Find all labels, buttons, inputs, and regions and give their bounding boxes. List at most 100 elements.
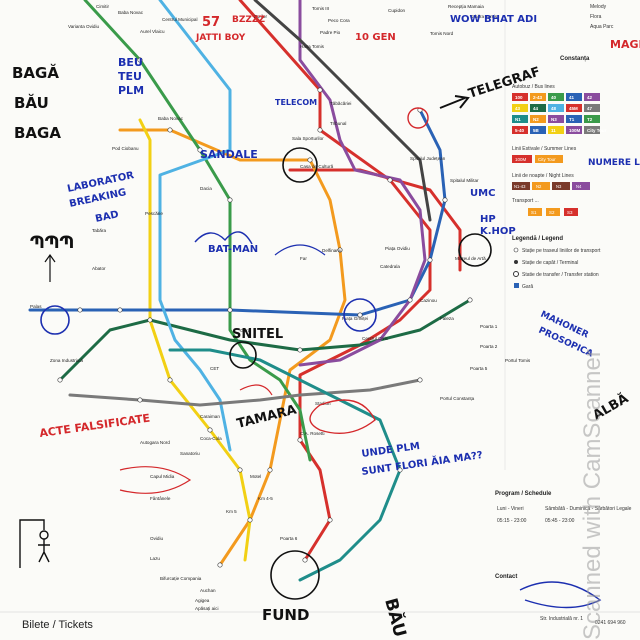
transit-lines xyxy=(28,0,472,582)
svg-text:Stație pe traseul liniilor de: Stație pe traseul liniilor de transport xyxy=(522,248,601,254)
svg-text:S1: S1 xyxy=(531,210,537,215)
handwriting-10gen: 10 GEN xyxy=(355,32,396,43)
summer-badge-label: City Tour xyxy=(538,157,556,162)
station-label: Caraiman xyxy=(200,414,220,419)
station-label: Aurel Vlaicu xyxy=(140,29,165,34)
handwriting-beu-teu-1: BEU xyxy=(118,56,143,69)
hangman-drawing xyxy=(19,519,50,568)
line-badge-grid xyxy=(512,93,600,134)
line-lightblue xyxy=(158,0,232,452)
svg-text:11: 11 xyxy=(551,128,556,133)
city-label: Constanța xyxy=(560,56,590,62)
handwriting-hp: HP xyxy=(480,214,496,225)
svg-text:100M: 100M xyxy=(569,128,581,133)
station-label: Fântânele xyxy=(150,496,171,501)
handwriting-beu-teu-3: PLM xyxy=(118,84,144,97)
station-label: Motel xyxy=(250,474,261,479)
station-label: Tomis Nord xyxy=(430,31,454,36)
line-black xyxy=(253,0,432,222)
station-label: Bifurcație Compania xyxy=(160,576,202,581)
summer-badge xyxy=(512,155,532,163)
station-label: Faleza xyxy=(440,316,454,321)
station-label: Cazinou xyxy=(420,298,437,303)
top-line-1: Melody xyxy=(590,4,607,10)
handwriting-jatti: JATTI BOY xyxy=(195,33,246,43)
station-label: Portul Constanța xyxy=(440,396,475,401)
svg-text:Gară: Gară xyxy=(522,284,533,290)
station-label: Sanatoriu xyxy=(180,451,200,456)
handwriting-baga-1: BAGĂ xyxy=(12,63,59,82)
handwriting-baga-2: BAGA xyxy=(14,124,61,142)
svg-text:City Tour: City Tour xyxy=(587,128,607,133)
program-box: Program / Schedule Luni - Vineri Sâmbătă… xyxy=(495,491,632,626)
handwriting-wow: WOW BHAT ADI xyxy=(450,14,537,25)
station-label: Tăbăcăriei xyxy=(330,101,351,106)
svg-text:N1: N1 xyxy=(515,117,521,122)
handwriting-batman: BAT-MAN xyxy=(208,244,258,255)
svg-text:100: 100 xyxy=(515,95,523,100)
station-label: Capul Midia xyxy=(150,474,175,479)
station-label: Dacia xyxy=(200,186,212,191)
svg-text:Luni - Vineri: Luni - Vineri xyxy=(497,506,524,512)
svg-text:5-40: 5-40 xyxy=(515,128,525,133)
station-label: Centrul Civic xyxy=(362,336,389,341)
svg-text:05:15 - 23:00: 05:15 - 23:00 xyxy=(497,518,527,524)
station-label: Piața Griviței xyxy=(342,316,368,321)
station-label: Piața Ovidiu xyxy=(385,246,410,251)
station-label: Tomis III xyxy=(312,6,329,11)
station-label: Zona Industrială xyxy=(50,358,83,363)
station-dots xyxy=(57,57,473,568)
line-teal xyxy=(168,348,402,582)
station-label: Varianta Ovidiu xyxy=(68,24,100,29)
svg-text:45M: 45M xyxy=(569,106,578,111)
station-label: Tabăra xyxy=(92,228,106,233)
legend-summer-title: Linii Estivale / Summer Lines xyxy=(512,146,577,152)
station-label: C.A. Rosetti xyxy=(300,431,325,436)
station-label: Halta Tomis xyxy=(300,44,325,49)
svg-text:42: 42 xyxy=(587,95,593,100)
station-label: Centrul Municipal xyxy=(162,17,198,22)
pen-marks xyxy=(40,95,602,609)
scanner-watermark: Scanned with CamScanner xyxy=(579,349,606,640)
contact-title: Contact xyxy=(495,574,517,580)
station-label: Ovidiu xyxy=(150,536,163,541)
station-label: Km 4-5 xyxy=(258,496,273,501)
station-label: Gara xyxy=(240,328,251,333)
station-label: Baba Novac xyxy=(118,10,144,15)
station-label: Zorilor xyxy=(254,14,267,19)
handwriting-fund: FUND xyxy=(262,606,309,624)
legend-panel: Constanța Melody Flora Aqua Parc Autobuz… xyxy=(512,4,614,290)
handwriting-telecom: TELECOM xyxy=(275,98,317,107)
station-label: Auchan xyxy=(200,588,216,593)
handwriting-beu-teu-2: TEU xyxy=(118,70,142,83)
footer: Bilete / Tickets Apăsați aici xyxy=(0,606,640,631)
svg-text:44: 44 xyxy=(533,106,539,111)
svg-text:48: 48 xyxy=(551,106,557,111)
svg-text:N3: N3 xyxy=(556,184,562,189)
svg-text:Stație de capăt / Terminal: Stație de capăt / Terminal xyxy=(522,260,578,266)
station-label: Muzeul de Artă xyxy=(455,256,486,261)
legend-buses-title: Autobuz / Bus lines xyxy=(512,84,555,90)
station-label: Baba Novac xyxy=(158,116,184,121)
station-label: Km 5 xyxy=(226,509,237,514)
station-label: Catedrala xyxy=(380,264,400,269)
svg-text:N4: N4 xyxy=(576,184,582,189)
handwriting-umc: UMC xyxy=(470,188,495,199)
station-label: Abator xyxy=(92,266,106,271)
station-label: Autogara Nord xyxy=(140,440,170,445)
svg-text:05:45 - 23:00: 05:45 - 23:00 xyxy=(545,518,575,524)
station-label: Spitalul Județean xyxy=(410,156,446,161)
handwriting-khop: K.HOP xyxy=(480,226,516,237)
svg-text:Statie de transfer / Transfer: Statie de transfer / Transfer station xyxy=(522,272,599,278)
station-label: Coca-Cola xyxy=(200,436,222,441)
legend-night-title: Linii de noapte / Night Lines xyxy=(512,173,574,179)
handwriting-beu-1: BĂU xyxy=(14,93,49,112)
svg-text:T2: T2 xyxy=(587,117,593,122)
top-line-2: Flora xyxy=(590,14,602,20)
line-darkgreen xyxy=(58,298,472,382)
contact-address: Str. Industrială nr. 1 xyxy=(540,616,583,622)
station-label: Tribunal xyxy=(330,121,346,126)
station-label: Delfinariu xyxy=(322,248,342,253)
svg-text:S3: S3 xyxy=(567,210,573,215)
